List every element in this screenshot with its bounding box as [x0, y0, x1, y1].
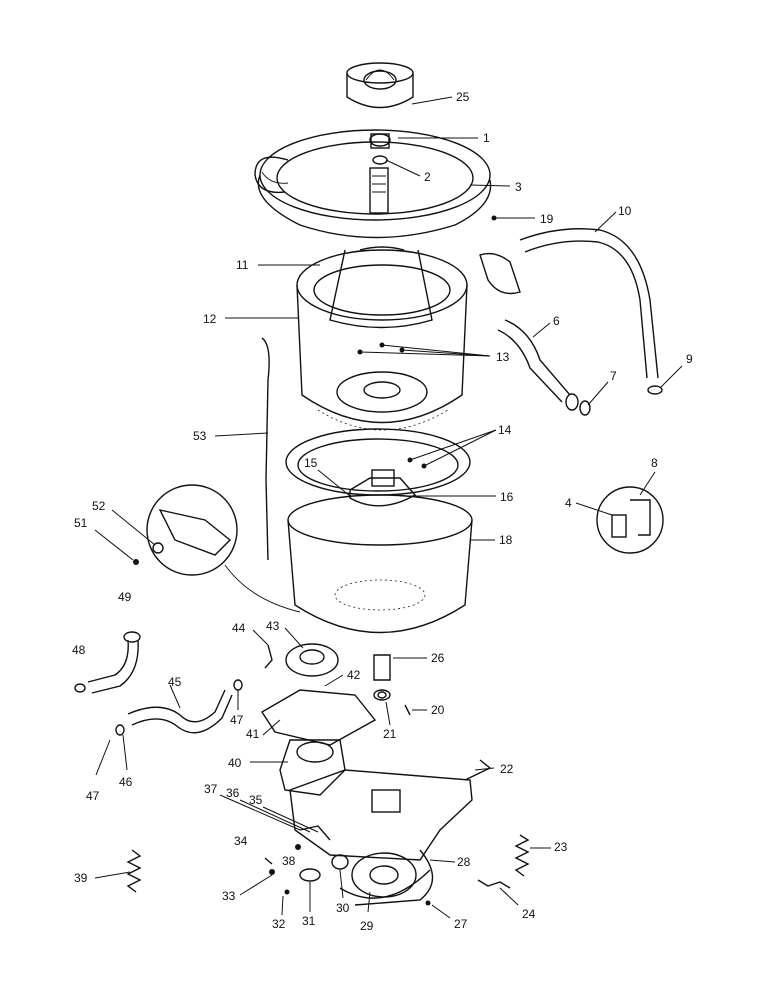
callout-33: 33: [222, 889, 236, 903]
callout-6: 6: [553, 314, 560, 328]
callout-48: 48: [72, 643, 86, 657]
callout-29: 29: [360, 919, 374, 933]
lower-hoses: [74, 631, 243, 736]
bracket-inset: [146, 484, 301, 613]
callout-2: 2: [424, 170, 431, 184]
callout-13: 13: [496, 350, 510, 364]
drain-hoses: [479, 228, 663, 416]
callout-7: 7: [610, 369, 617, 383]
callout-46: 46: [119, 775, 133, 789]
callout-34: 34: [234, 834, 248, 848]
callout-20: 20: [431, 703, 445, 717]
callout-38: 38: [282, 854, 296, 868]
callout-22: 22: [500, 762, 514, 776]
hardware: [264, 691, 431, 906]
callout-35: 35: [249, 793, 263, 807]
callout-45: 45: [168, 675, 182, 689]
callout-39: 39: [74, 871, 88, 885]
callout-21: 21: [383, 727, 397, 741]
callout-19: 19: [540, 212, 554, 226]
callout-24: 24: [522, 907, 536, 921]
callout-8-inset: 8: [651, 456, 658, 470]
callouts: 25 1 2 3 19 10 11 12 6 13 9 7 53 14 15 1…: [72, 90, 693, 933]
tub-ring-cover: [254, 129, 492, 239]
callout-36: 36: [226, 786, 240, 800]
callout-28: 28: [457, 855, 471, 869]
softener-dispenser: [346, 62, 414, 109]
callout-26: 26: [431, 651, 445, 665]
callout-11: 11: [236, 258, 249, 272]
callout-40: 40: [228, 756, 242, 770]
callout-4: 4: [565, 496, 572, 510]
callout-1: 1: [483, 131, 490, 145]
callout-44: 44: [232, 621, 246, 635]
callout-52: 52: [92, 499, 106, 513]
callout-10: 10: [618, 204, 632, 218]
callout-37: 37: [204, 782, 218, 796]
callout-32: 32: [272, 917, 286, 931]
callout-23: 23: [554, 840, 568, 854]
callout-15: 15: [304, 456, 318, 470]
springs: [126, 834, 530, 893]
callout-42: 42: [347, 668, 361, 682]
callout-25: 25: [456, 90, 470, 104]
callout-30: 30: [336, 901, 350, 915]
pressure-tube: [261, 337, 270, 561]
callout-53: 53: [193, 429, 207, 443]
callout-3: 3: [515, 180, 522, 194]
callout-51: 51: [74, 516, 88, 530]
base-plate: [289, 759, 492, 906]
callout-16: 16: [500, 490, 514, 504]
callout-47-left: 47: [86, 789, 100, 803]
callout-31: 31: [302, 914, 316, 928]
callout-43: 43: [266, 619, 280, 633]
callout-27: 27: [454, 917, 468, 931]
callout-47-right: 47: [230, 713, 244, 727]
spin-basket: [296, 246, 468, 431]
outer-tub: [287, 494, 473, 634]
callout-49: 49: [118, 590, 132, 604]
callout-14: 14: [498, 423, 512, 437]
callout-12: 12: [203, 312, 217, 326]
callout-41: 41: [246, 727, 260, 741]
callout-9: 9: [686, 352, 693, 366]
inset-detail: [596, 486, 664, 554]
callout-18: 18: [499, 533, 513, 547]
